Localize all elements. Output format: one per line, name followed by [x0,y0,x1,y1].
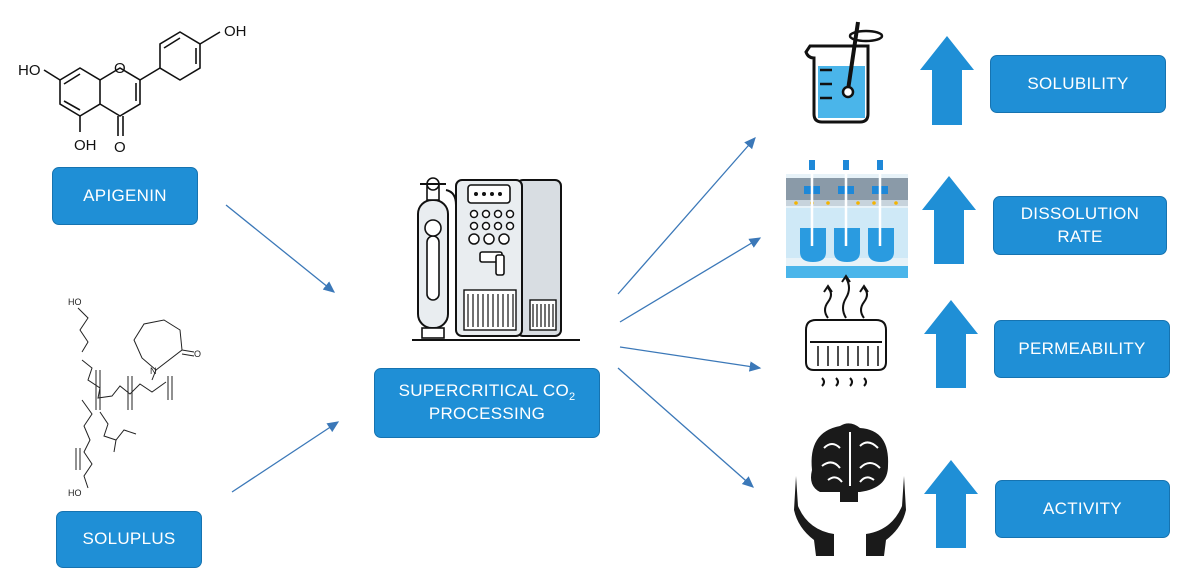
up-arrow-permeability [924,300,978,388]
soluplus-label-box: SOLUPLUS [56,511,202,568]
apigenin-label: APIGENIN [83,185,167,205]
process-line1: SUPERCRITICAL CO2 [399,380,576,403]
supercritical-processing-box: SUPERCRITICAL CO2 PROCESSING [374,368,600,438]
up-arrow-dissolution [922,176,976,264]
soluplus-n-label: N [150,366,157,376]
activity-label: ACTIVITY [1043,498,1122,518]
soluplus-ho-top: HO [68,297,82,307]
permeability-box: PERMEABILITY [994,320,1170,378]
dissolution-line2: RATE [1057,226,1103,246]
arrow-to-activity [617,367,754,488]
soluplus-ho-bottom: HO [68,488,82,498]
process-line2: PROCESSING [428,404,546,423]
brain-hands-icon [794,423,906,556]
process-line1-subscript: 2 [569,391,576,404]
apigenin-oh-top: OH [224,23,247,40]
apigenin-label-box: APIGENIN [52,167,198,225]
up-arrow-activity [924,460,978,548]
apigenin-oh-bottom: OH [74,137,97,154]
soluplus-structure [75,307,195,489]
process-line1-main: SUPERCRITICAL CO [398,381,569,401]
dissolution-rate-box: DISSOLUTION RATE [993,196,1167,255]
apigenin-ho-left: HO [18,62,41,79]
co2-processing-machine-icon [412,177,580,341]
arrow-to-permeability [619,346,762,372]
dissolution-apparatus-icon [786,160,908,278]
arrow-to-dissolution [619,237,762,323]
arrow-to-solubility [617,137,756,295]
soluplus-label: SOLUPLUS [82,529,176,549]
porous-material-icon [805,274,887,387]
soluplus-o-label: O [194,349,201,359]
beaker-stir-icon [804,21,884,124]
solubility-box: SOLUBILITY [990,55,1166,113]
solubility-label: SOLUBILITY [1027,73,1129,93]
apigenin-ring-o: O [114,60,126,77]
apigenin-structure [43,31,221,136]
apigenin-carbonyl-o: O [114,139,126,156]
activity-box: ACTIVITY [995,480,1170,538]
arrow-apigenin-to-process [225,204,336,293]
permeability-label: PERMEABILITY [1018,338,1146,358]
up-arrow-solubility [920,36,974,125]
arrow-soluplus-to-process [231,421,340,493]
dissolution-line1: DISSOLUTION [1020,203,1140,223]
